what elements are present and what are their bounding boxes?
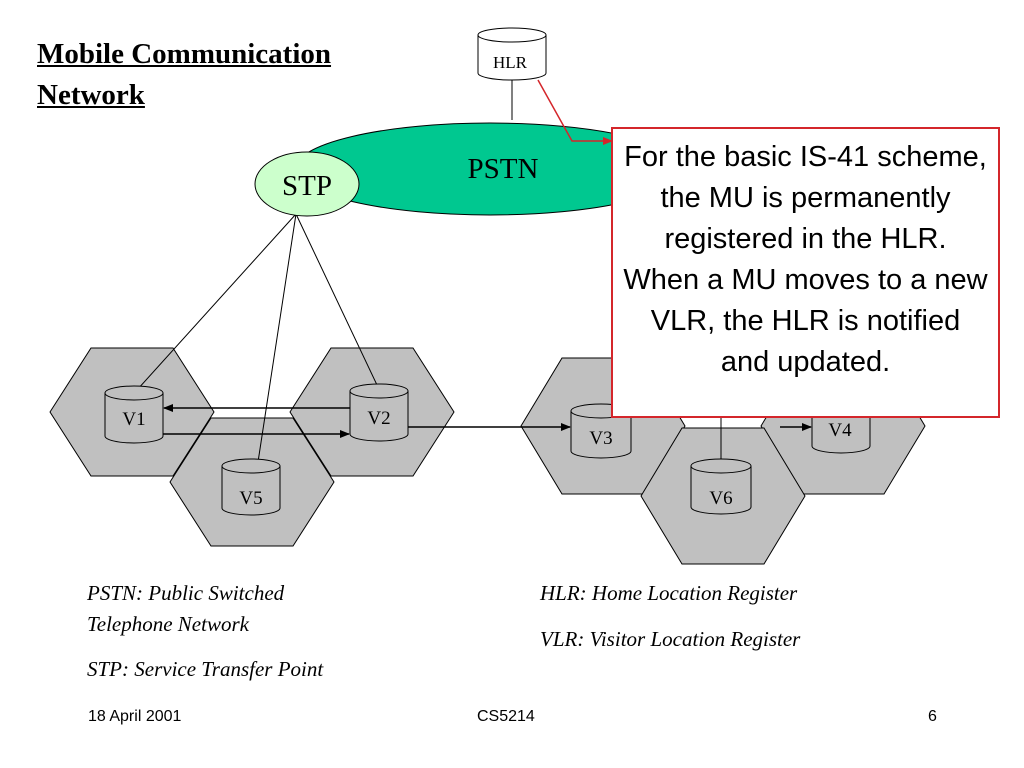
legend-vlr: VLR: Visitor Location Register xyxy=(540,627,801,651)
title-line-2: Network xyxy=(37,79,145,111)
stp-v5-link xyxy=(257,213,297,463)
vlr-v1: V1 xyxy=(104,385,164,444)
legend-hlr: HLR: Home Location Register xyxy=(540,581,798,605)
slide-title: Mobile Communication Network xyxy=(37,34,331,116)
footer-page-number: 6 xyxy=(928,708,937,725)
hlr-label: HLR xyxy=(493,53,528,72)
hlr-update-arrow xyxy=(537,79,613,145)
vlr-v5-label: V5 xyxy=(239,488,262,509)
stp-node xyxy=(254,151,360,217)
vlr-v4-label: V4 xyxy=(828,420,852,441)
title-line-1: Mobile Communication xyxy=(37,38,332,70)
stp-v2-link xyxy=(295,213,378,386)
vlr-v3-label: V3 xyxy=(589,428,612,449)
is41-callout: For the basic IS-41 scheme, the MU is pe… xyxy=(611,127,1000,418)
vlr-v1-label: V1 xyxy=(122,409,145,430)
vlr-v2: V2 xyxy=(349,383,409,442)
footer-date: 18 April 2001 xyxy=(88,708,182,725)
legend-pstn: PSTN: Public Switched Telephone Network xyxy=(87,581,285,636)
legend-stp: STP: Service Transfer Point xyxy=(87,657,324,681)
vlr-v2-label: V2 xyxy=(367,408,390,429)
vlr-v5: V5 xyxy=(221,458,281,516)
vlr-v6-label: V6 xyxy=(709,488,732,509)
vlr-v4: V4 xyxy=(811,418,871,454)
stp-label: STP xyxy=(282,170,332,202)
stp-v1-link xyxy=(136,213,297,391)
footer-course: CS5214 xyxy=(477,708,535,725)
vlr-v6: V6 xyxy=(690,458,752,515)
hlr-database: HLR xyxy=(477,27,547,81)
pstn-label: PSTN xyxy=(468,153,539,185)
